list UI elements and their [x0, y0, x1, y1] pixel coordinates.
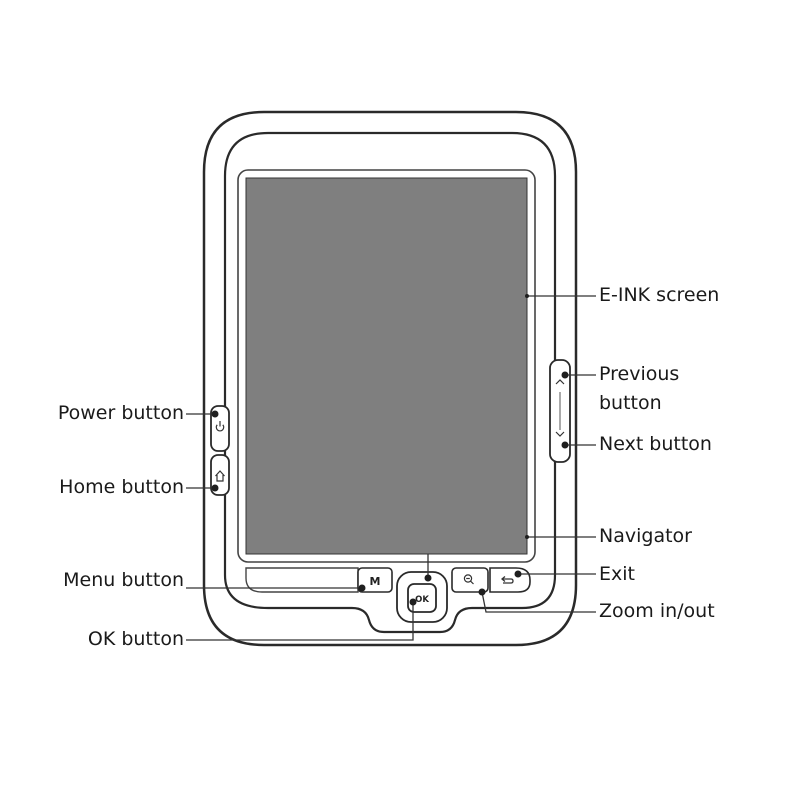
label-power-button: Power button	[57, 402, 184, 424]
ok-button-key: OK	[415, 595, 429, 605]
menu-button[interactable]	[357, 567, 393, 593]
label-exit: Exit	[599, 563, 635, 585]
power-icon	[215, 421, 225, 432]
label-next-button: Next button	[599, 433, 712, 455]
leader-endpoints	[211, 294, 569, 606]
bottom-strip	[245, 567, 359, 593]
label-menu-button: Menu button	[63, 569, 184, 591]
zoom-button[interactable]	[451, 567, 489, 593]
chevron-up-icon	[555, 379, 565, 385]
label-previous-button-line1: Previous	[599, 363, 680, 385]
eink-screen	[245, 177, 528, 555]
back-arrow-icon	[500, 576, 514, 584]
label-zoom: Zoom in/out	[599, 600, 715, 622]
exit-button[interactable]	[489, 567, 531, 593]
label-previous-button-line2: button	[599, 392, 662, 414]
label-ok-button: OK button	[87, 628, 184, 650]
label-home-button: Home button	[59, 476, 184, 498]
label-eink-screen: E-INK screen	[599, 284, 720, 306]
leader-lines	[186, 295, 596, 641]
zoom-icon	[463, 574, 474, 585]
menu-button-key: M	[370, 575, 381, 588]
home-icon	[215, 470, 225, 482]
ok-button[interactable]	[407, 583, 437, 613]
label-navigator: Navigator	[599, 525, 692, 547]
